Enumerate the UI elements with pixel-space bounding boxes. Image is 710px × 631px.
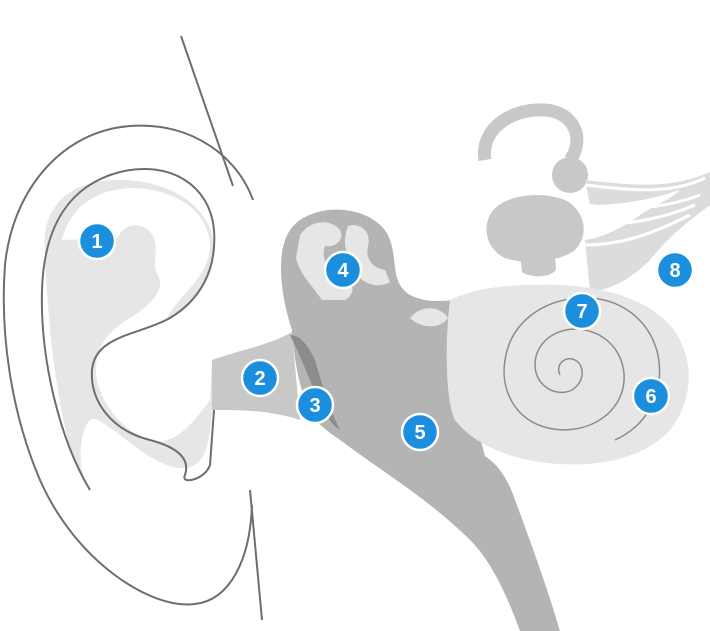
marker-1-circle xyxy=(77,221,117,261)
earlobe-line xyxy=(249,489,263,621)
marker-6: 6 xyxy=(631,376,671,416)
marker-2: 2 xyxy=(240,358,280,398)
marker-3-circle xyxy=(295,385,335,425)
marker-3: 3 xyxy=(295,385,335,425)
outer-ear-helix-outline xyxy=(2,124,254,606)
marker-3-label: 3 xyxy=(309,395,320,417)
marker-1-label: 1 xyxy=(91,231,102,253)
cochlea-spiral xyxy=(503,297,661,441)
antihelix-outline xyxy=(40,168,216,491)
marker-5-label: 5 xyxy=(414,422,425,444)
marker-7-label: 7 xyxy=(576,301,587,323)
marker-5-circle xyxy=(400,412,440,452)
eustachian-tube xyxy=(470,450,560,631)
auditory-nerve-lines xyxy=(584,176,706,247)
cochlea xyxy=(446,284,689,465)
marker-4-circle xyxy=(323,250,363,290)
marker-8: 8 xyxy=(655,250,695,290)
marker-4: 4 xyxy=(323,250,363,290)
marker-5: 5 xyxy=(400,412,440,452)
marker-4-label: 4 xyxy=(337,260,349,282)
marker-8-circle xyxy=(655,250,695,290)
vestibular-stem xyxy=(520,255,556,277)
semicircular-canal-outer xyxy=(477,103,584,164)
marker-6-circle xyxy=(631,376,671,416)
semicircular-canal-ampulla xyxy=(552,157,588,193)
marker-6-label: 6 xyxy=(645,386,656,408)
head-outline-line xyxy=(180,35,234,187)
concha-region xyxy=(62,188,212,442)
marker-7: 7 xyxy=(562,291,602,331)
marker-2-label: 2 xyxy=(254,368,265,390)
marker-2-circle xyxy=(240,358,280,398)
vestibule xyxy=(486,195,584,262)
marker-1: 1 xyxy=(77,221,117,261)
ossicles-stapes xyxy=(410,308,448,327)
marker-8-label: 8 xyxy=(669,260,680,282)
marker-7-circle xyxy=(562,291,602,331)
